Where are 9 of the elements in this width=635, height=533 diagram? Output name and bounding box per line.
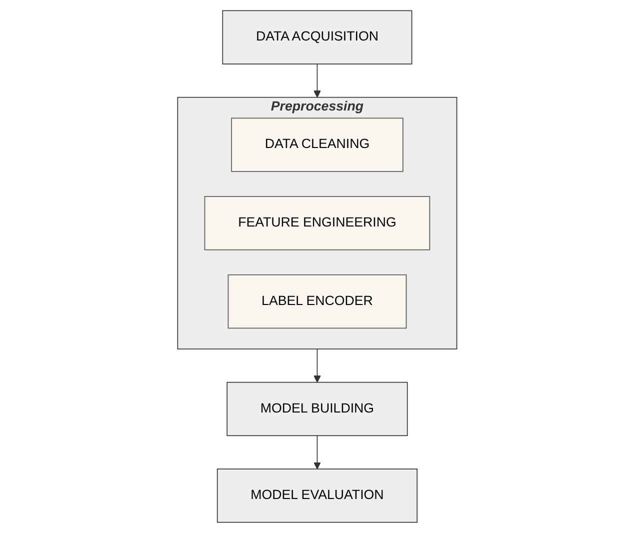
node-box: DATA CLEANING [231, 118, 404, 172]
arrow [314, 435, 322, 470]
node-box: LABEL ENCODER [228, 274, 407, 329]
node-box: MODEL EVALUATION [217, 468, 418, 523]
arrow [314, 64, 322, 98]
node-box: FEATURE ENGINEERING [204, 196, 430, 250]
node-box: DATA ACQUISITION [222, 10, 412, 64]
node-box: MODEL BUILDING [226, 382, 408, 436]
arrow [314, 348, 322, 383]
